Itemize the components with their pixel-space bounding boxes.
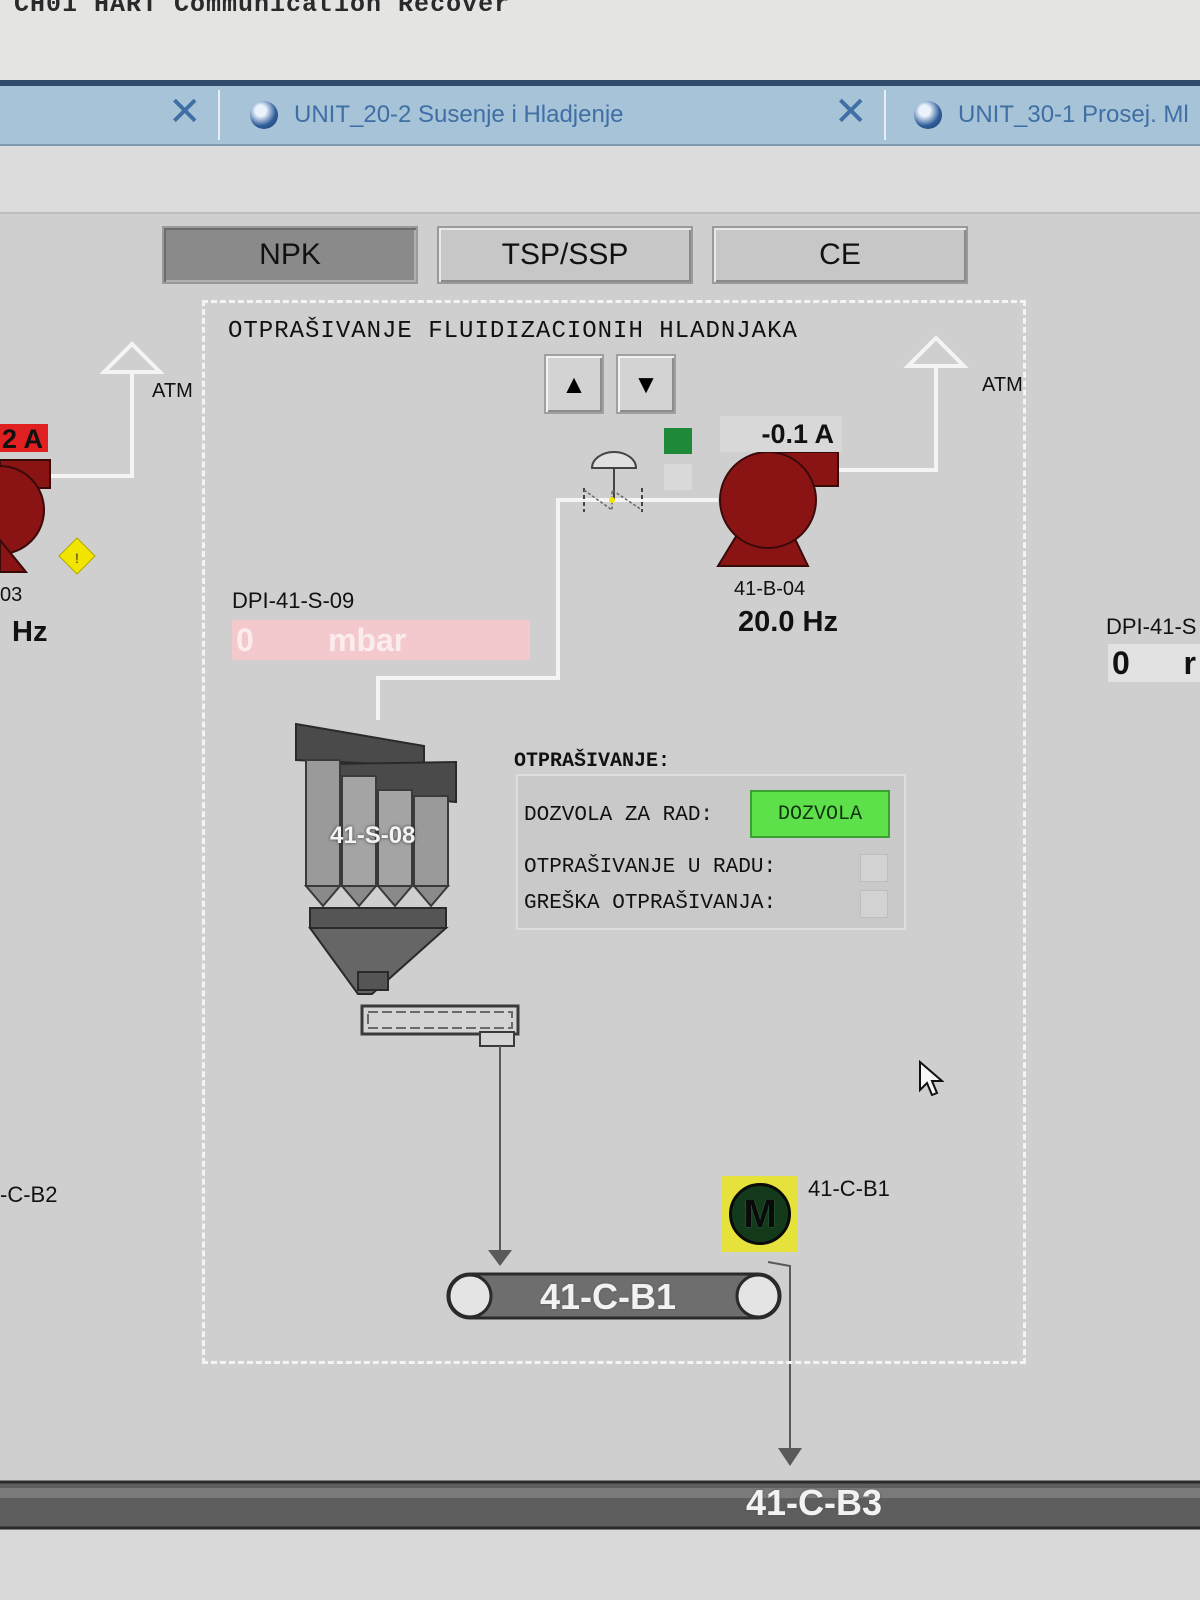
fault-label: GREŠKA OTPRAŠIVANJA:	[524, 892, 777, 915]
dedusting-group-frame	[202, 300, 1026, 1364]
filter-tag: 41-S-08	[330, 822, 416, 849]
dpi-value: 0	[236, 621, 254, 658]
left-conveyor-tag: -C-B2	[0, 1182, 58, 1207]
dpi-tag: DPI-41-S-09	[232, 588, 355, 613]
running-indicator	[860, 854, 888, 882]
arrow-down-button[interactable]: ▼	[616, 354, 676, 414]
permit-button[interactable]: DOZVOLA	[750, 790, 890, 838]
dpi-unit: mbar	[328, 621, 407, 658]
mouse-cursor-icon	[919, 1060, 944, 1097]
right-dpi-readout[interactable]: 0 r	[1108, 644, 1200, 682]
fan-exhaust-line	[836, 335, 969, 472]
mode-button-npk[interactable]: NPK	[162, 226, 418, 284]
warning-icon: !	[58, 537, 96, 575]
fan-frequency[interactable]: 20.0 Hz	[738, 606, 838, 638]
mode-button-tsp-ssp[interactable]: TSP/SSP	[437, 226, 693, 284]
group-title: OTPRAŠIVANJE FLUIDIZACIONIH HLADNJAKA	[228, 318, 798, 345]
warning-mark: !	[75, 550, 79, 566]
mode-button-ce[interactable]: CE	[712, 226, 968, 284]
motor-icon[interactable]: M	[722, 1176, 798, 1252]
status-line: CH01 HART Communication Recover	[0, 0, 1200, 80]
left-fan-frequency: Hz	[12, 616, 48, 648]
tab-bar: ✕ UNIT_20-2 Susenje i Hladjenje ✕ UNIT_3…	[0, 80, 1200, 146]
motor-symbol: M	[743, 1191, 777, 1236]
bottom-area	[0, 1530, 1200, 1600]
atm-label: ATM	[982, 374, 1023, 396]
left-fan-assembly	[0, 341, 165, 573]
right-dpi-value: 0	[1112, 644, 1130, 681]
fault-indicator	[860, 890, 888, 918]
run-indicator	[664, 428, 692, 454]
tab-unit-20-2[interactable]: UNIT_20-2 Susenje i Hladjenje	[250, 86, 624, 144]
right-dpi-tag: DPI-41-S	[1106, 614, 1197, 639]
tab-unit-30-1[interactable]: UNIT_30-1 Prosej. Ml	[914, 86, 1189, 144]
fan-current-readout: -0.1 A	[720, 416, 842, 452]
fan-tag: 41-B-04	[734, 578, 806, 600]
panel-heading: OTPRAŠIVANJE:	[514, 750, 671, 773]
status-line-text: CH01 HART Communication Recover	[14, 0, 511, 19]
atm-label: ATM	[152, 380, 193, 402]
running-label: OTPRAŠIVANJE U RADU:	[524, 856, 777, 879]
permit-label: DOZVOLA ZA RAD:	[524, 804, 714, 827]
left-fan-current: 2 A	[2, 424, 44, 454]
arrow-up-button[interactable]: ▲	[544, 354, 604, 414]
left-fan-tag: 03	[0, 584, 23, 606]
close-icon[interactable]: ✕	[168, 90, 202, 134]
globe-icon	[914, 101, 942, 129]
right-dpi-unit: r	[1183, 644, 1196, 681]
fault-indicator	[664, 464, 692, 490]
tab-divider	[884, 90, 886, 140]
dpi-readout[interactable]: 0 mbar	[232, 620, 530, 660]
toolbar-strip	[0, 146, 1200, 214]
tab-divider	[218, 90, 220, 140]
conveyor-c-b3-label: 41-C-B3	[746, 1482, 883, 1523]
centrifugal-fan-icon	[716, 451, 839, 567]
belt-conveyor-icon	[0, 1480, 1200, 1530]
tab-label: UNIT_30-1 Prosej. Ml	[958, 101, 1189, 128]
screw-conveyor-icon	[360, 1004, 520, 1047]
globe-icon	[250, 101, 278, 129]
bag-filter-icon	[295, 722, 457, 995]
conveyor-c-b1-label: 41-C-B1	[540, 1276, 677, 1317]
damper-valve-icon	[583, 451, 643, 512]
motor-tag: 41-C-B1	[808, 1176, 890, 1201]
tab-label: UNIT_20-2 Susenje i Hladjenje	[294, 101, 624, 128]
close-icon[interactable]: ✕	[834, 90, 868, 134]
belt-conveyor-icon	[446, 1272, 782, 1320]
